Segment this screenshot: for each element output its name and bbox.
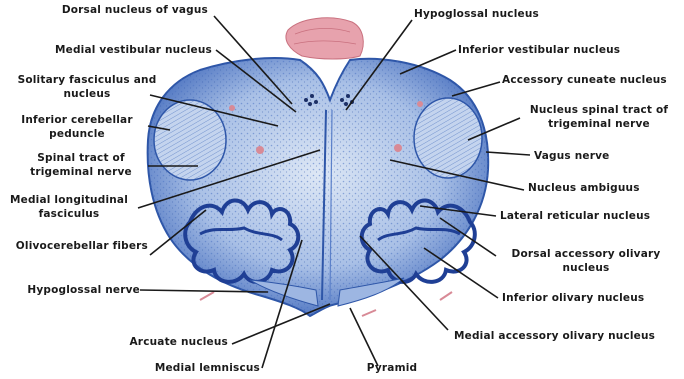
- label-arcuate-nucleus: Arcuate nucleus: [70, 336, 228, 348]
- label-nucleus-spinal-tract-2: trigeminal nerve: [516, 118, 682, 130]
- label-nucleus-spinal-tract-1: Nucleus spinal tract of: [516, 104, 682, 116]
- label-medial-accessory-olivary-nucleus: Medial accessory olivary nucleus: [454, 330, 680, 342]
- label-olivocerebellar-fibers: Olivocerebellar fibers: [0, 240, 148, 252]
- label-dorsal-accessory-olivary-2: nucleus: [496, 262, 676, 274]
- label-hypoglossal-nerve: Hypoglossal nerve: [16, 284, 140, 296]
- label-pyramid: Pyramid: [352, 362, 432, 374]
- label-dorsal-nucleus-vagus: Dorsal nucleus of vagus: [40, 4, 208, 16]
- label-mlf-1: Medial longitudinal: [2, 194, 136, 206]
- label-medial-vestibular-nucleus: Medial vestibular nucleus: [30, 44, 212, 56]
- label-spinal-tract-1: Spinal tract of: [14, 152, 148, 164]
- label-accessory-cuneate-nucleus: Accessory cuneate nucleus: [502, 74, 682, 86]
- label-solitary-fasciculus-2: nucleus: [14, 88, 160, 100]
- label-nucleus-ambiguus: Nucleus ambiguus: [528, 182, 668, 194]
- label-inferior-vestibular-nucleus: Inferior vestibular nucleus: [458, 44, 648, 56]
- choroid-plexus: [286, 18, 363, 59]
- label-inferior-cerebellar-1: Inferior cerebellar: [10, 114, 144, 126]
- label-spinal-tract-2: trigeminal nerve: [14, 166, 148, 178]
- label-lateral-reticular-nucleus: Lateral reticular nucleus: [500, 210, 682, 222]
- label-medial-lemniscus: Medial lemniscus: [110, 362, 260, 374]
- label-inferior-olivary-nucleus: Inferior olivary nucleus: [502, 292, 682, 304]
- label-dorsal-accessory-olivary-1: Dorsal accessory olivary: [496, 248, 676, 260]
- label-mlf-2: fasciculus: [2, 208, 136, 220]
- label-vagus-nerve: Vagus nerve: [534, 150, 654, 162]
- label-inferior-cerebellar-2: peduncle: [10, 128, 144, 140]
- label-solitary-fasciculus-1: Solitary fasciculus and: [14, 74, 160, 86]
- label-hypoglossal-nucleus: Hypoglossal nucleus: [414, 8, 584, 20]
